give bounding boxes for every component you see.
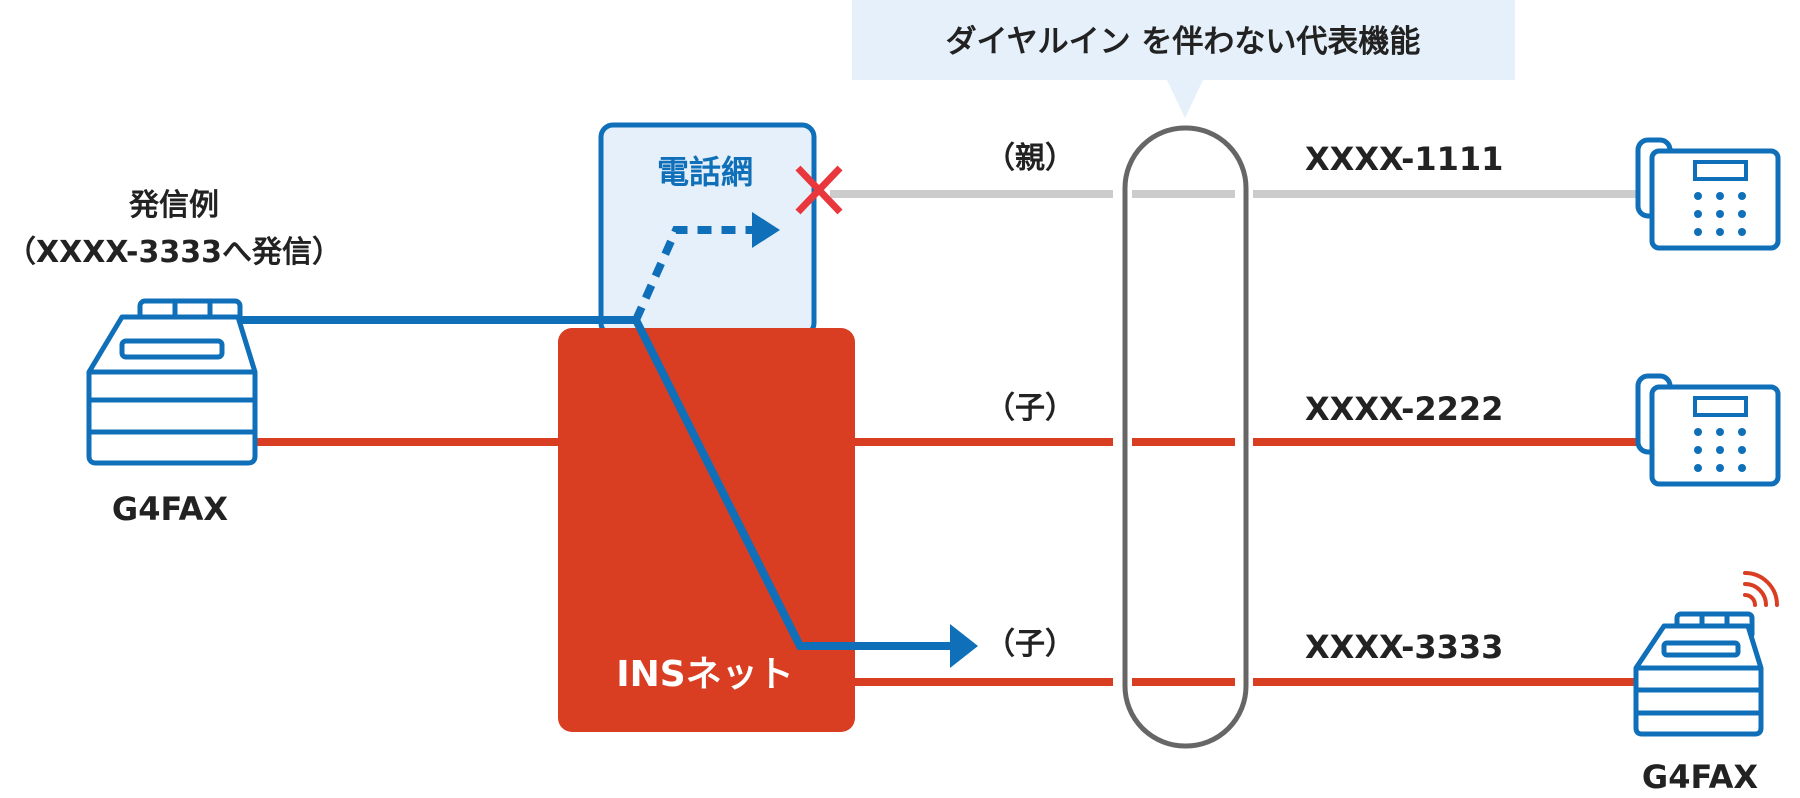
attempted-route-dotted: [632, 226, 752, 322]
representative-group-capsule: [1122, 125, 1249, 749]
attempted-route-arrowhead: [752, 212, 780, 248]
number-1111: XXXX-1111: [1305, 140, 1503, 178]
sender-caption-target: （XXXX-3333へ発信）: [6, 235, 342, 270]
callout: ダイヤルイン を伴わない代表機能: [852, 0, 1515, 118]
blocked-cross-icon: [795, 165, 843, 215]
receiver-fax-icon: [1633, 611, 1764, 737]
callout-box: [852, 0, 1515, 80]
signal-waves-icon: [1743, 571, 1779, 607]
sender-caption: 発信例: [128, 188, 219, 223]
route-arrowhead: [950, 624, 978, 668]
sender-fax-icon: [86, 298, 258, 466]
ins-net-label: INSネット: [616, 654, 793, 695]
receiver-device-label: G4FAX: [1642, 758, 1758, 796]
sender-route: [237, 316, 950, 650]
phone-network-label: 電話網: [657, 153, 753, 191]
role-label-parent: （親）: [985, 141, 1075, 176]
role-label-child-1: （子）: [985, 391, 1075, 426]
number-3333: XXXX-3333: [1305, 628, 1503, 666]
sender-device-label: G4FAX: [112, 490, 228, 528]
callout-pointer: [1167, 80, 1203, 118]
callout-text: ダイヤルイン を伴わない代表機能: [946, 24, 1421, 60]
telephone-icon: [1635, 137, 1781, 251]
ins-lines: [252, 438, 1645, 686]
telephone-icon: [1635, 373, 1781, 487]
ins-net-box: [558, 328, 855, 732]
number-2222: XXXX-2222: [1305, 390, 1503, 428]
role-label-child-2: （子）: [985, 627, 1075, 662]
